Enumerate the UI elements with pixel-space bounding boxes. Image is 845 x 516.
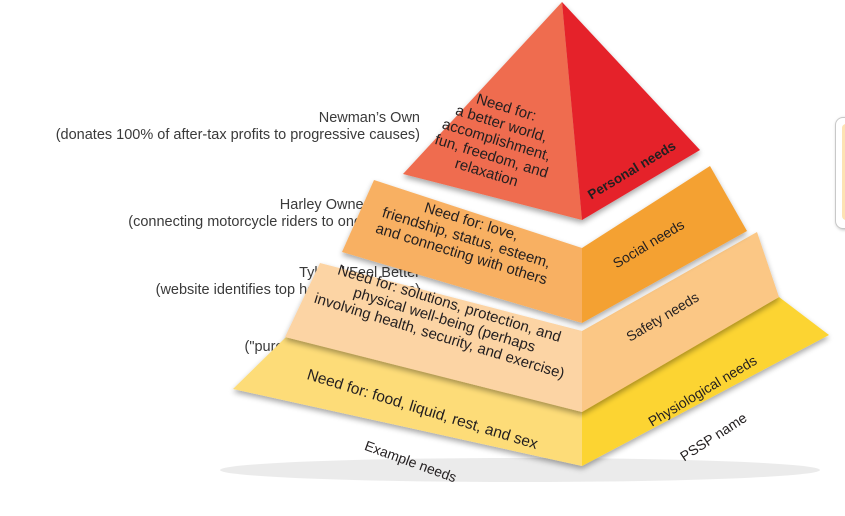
pssp-name-caption: PSSP name [677,409,750,464]
physiological-front-face [233,337,582,466]
brand-detail: (connecting motorcycle riders to one ano… [128,214,420,230]
brand-label-newmans-own: Newman’s Own (donates 100% of after-tax … [56,110,420,144]
brand-detail: (donates 100% of after-tax profits to pr… [55,127,420,143]
side-callout-box [835,117,845,229]
brand-name: Newman’s Own [318,110,420,126]
personal-front-face [403,2,582,220]
social-side-face [582,166,747,323]
physiological-side-face [582,297,829,466]
level-social [342,166,747,323]
level-personal [403,2,700,220]
social-front-face [342,180,582,323]
safety-side-face [582,232,779,412]
safety-front-face [285,263,582,412]
personal-side-face [562,2,700,220]
level-safety [285,232,779,412]
pyramid-ground-shadow [220,458,820,482]
side-callout-fill [842,124,845,220]
